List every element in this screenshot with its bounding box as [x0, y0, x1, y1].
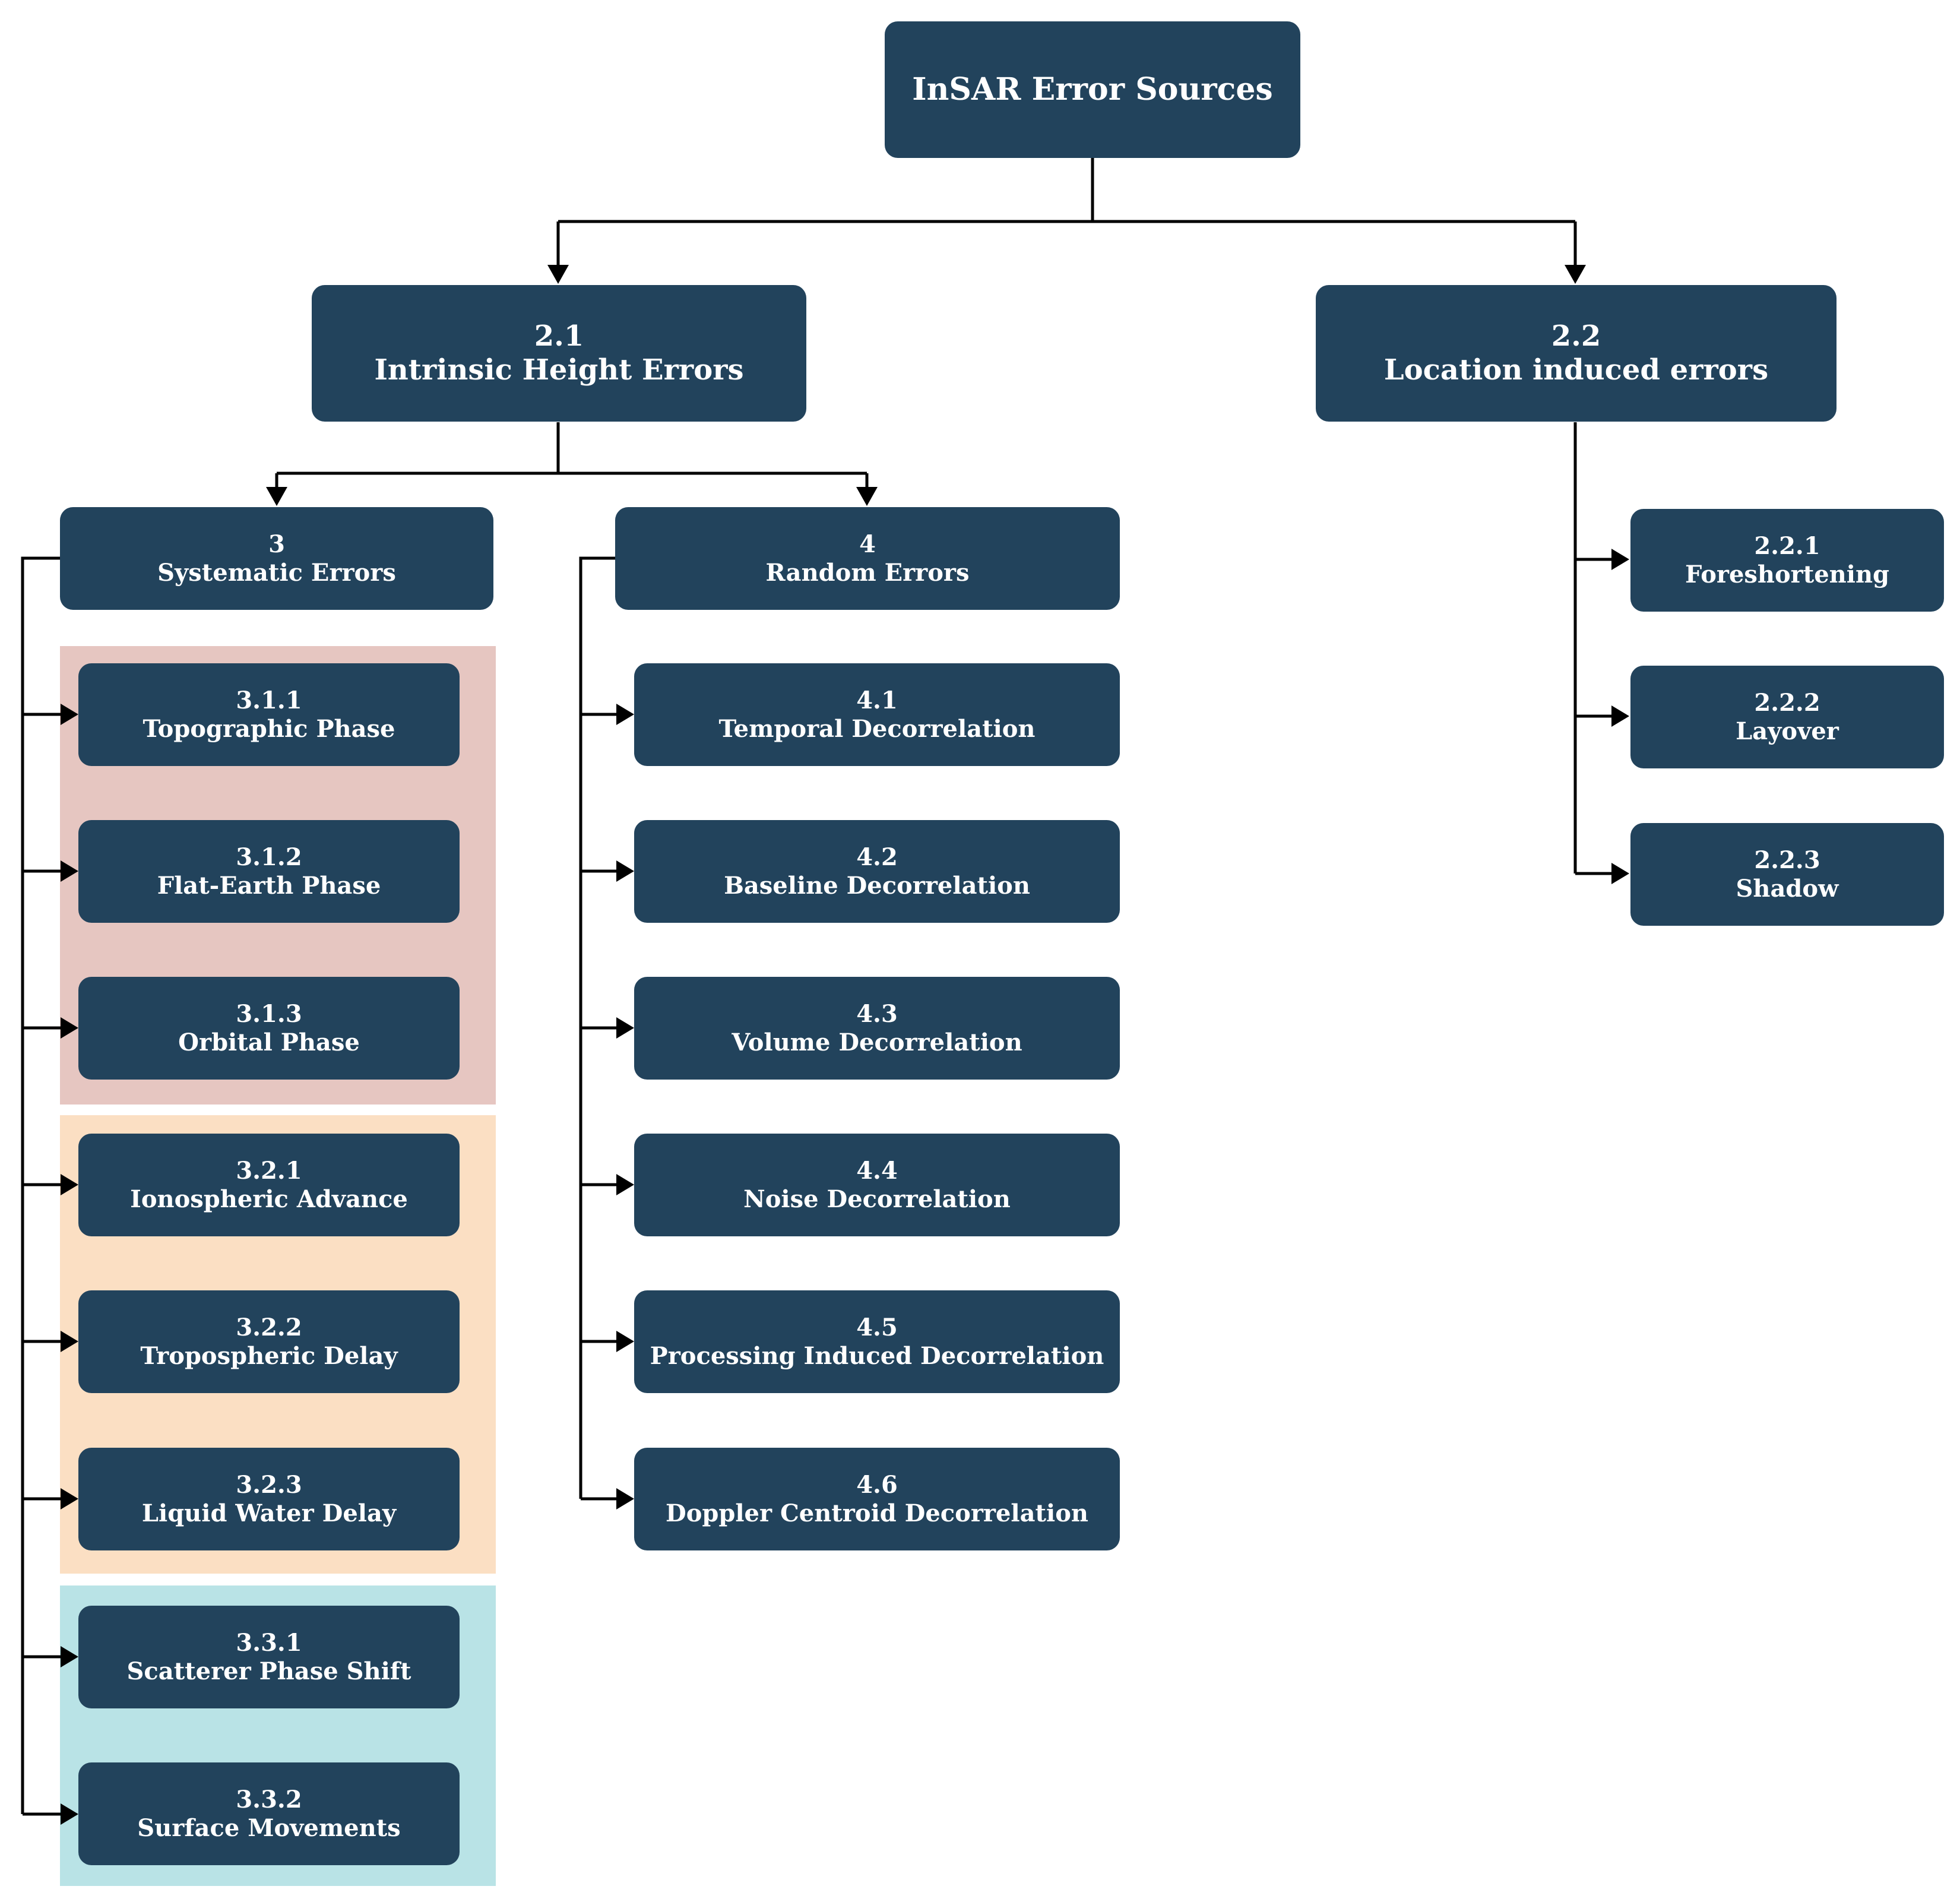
- node-number: 4.5: [856, 1314, 898, 1342]
- node-4-1: 4.1 Temporal Decorrelation: [634, 663, 1120, 766]
- node-label: Scatterer Phase Shift: [126, 1657, 411, 1685]
- node-label: Random Errors: [765, 558, 970, 587]
- node-label: Liquid Water Delay: [141, 1499, 397, 1527]
- root-title: InSAR Error Sources: [912, 71, 1273, 108]
- node-4-4: 4.4 Noise Decorrelation: [634, 1134, 1120, 1236]
- node-number: 3: [268, 530, 285, 559]
- node-number: 3.1.2: [236, 843, 302, 872]
- node-number: 2.2.3: [1754, 846, 1820, 875]
- node-4-5: 4.5 Processing Induced Decorrelation: [634, 1290, 1120, 1393]
- node-label: Location induced errors: [1383, 353, 1769, 387]
- node-number: 3.2.3: [236, 1471, 302, 1499]
- node-3-2-3: 3.2.3 Liquid Water Delay: [78, 1448, 460, 1550]
- node-label: Topographic Phase: [143, 714, 395, 743]
- node-2-1-intrinsic-height-errors: 2.1 Intrinsic Height Errors: [312, 285, 806, 422]
- node-label: Shadow: [1736, 874, 1839, 903]
- node-label: Surface Movements: [137, 1814, 401, 1842]
- node-label: Tropospheric Delay: [140, 1341, 398, 1370]
- node-label: Ionospheric Advance: [130, 1185, 408, 1213]
- node-2-2-3: 2.2.3 Shadow: [1630, 823, 1944, 926]
- node-3-2-1: 3.2.1 Ionospheric Advance: [78, 1134, 460, 1236]
- node-4-3: 4.3 Volume Decorrelation: [634, 977, 1120, 1080]
- node-number: 4.1: [856, 686, 898, 715]
- node-2-2-2: 2.2.2 Layover: [1630, 666, 1944, 768]
- node-3-1-3: 3.1.3 Orbital Phase: [78, 977, 460, 1080]
- node-number: 2.2: [1551, 319, 1601, 353]
- node-2-2-1: 2.2.1 Foreshortening: [1630, 509, 1944, 612]
- node-number: 2.2.2: [1754, 689, 1820, 717]
- node-label: Processing Induced Decorrelation: [650, 1341, 1104, 1370]
- node-number: 4.4: [856, 1157, 898, 1185]
- node-3-3-2: 3.3.2 Surface Movements: [78, 1762, 460, 1865]
- node-number: 3.3.2: [236, 1786, 302, 1814]
- node-number: 3.2.2: [236, 1314, 302, 1342]
- node-label: Systematic Errors: [157, 558, 396, 587]
- node-number: 3.2.1: [236, 1157, 302, 1185]
- root-node: InSAR Error Sources: [885, 21, 1300, 158]
- node-label: Layover: [1736, 717, 1839, 745]
- node-2-2-location-induced-errors: 2.2 Location induced errors: [1316, 285, 1836, 422]
- node-number: 2.2.1: [1754, 532, 1820, 561]
- node-number: 2.1: [534, 319, 584, 353]
- node-number: 3.1.1: [236, 686, 302, 715]
- node-label: Flat-Earth Phase: [157, 871, 381, 900]
- node-number: 3.1.3: [236, 1000, 302, 1028]
- node-3-1-1: 3.1.1 Topographic Phase: [78, 663, 460, 766]
- node-number: 4.3: [856, 1000, 898, 1028]
- node-3-3-1: 3.3.1 Scatterer Phase Shift: [78, 1606, 460, 1708]
- node-number: 3.3.1: [236, 1629, 302, 1657]
- node-label: Orbital Phase: [178, 1028, 360, 1056]
- node-number: 4: [859, 530, 876, 559]
- node-3-systematic-errors: 3 Systematic Errors: [60, 507, 493, 610]
- node-3-1-2: 3.1.2 Flat-Earth Phase: [78, 820, 460, 923]
- node-label: Intrinsic Height Errors: [374, 353, 744, 387]
- node-4-6: 4.6 Doppler Centroid Decorrelation: [634, 1448, 1120, 1550]
- node-label: Noise Decorrelation: [743, 1185, 1011, 1213]
- node-4-random-errors: 4 Random Errors: [615, 507, 1120, 610]
- node-number: 4.6: [856, 1471, 898, 1499]
- node-number: 4.2: [856, 843, 898, 872]
- node-label: Temporal Decorrelation: [718, 714, 1036, 743]
- node-label: Baseline Decorrelation: [724, 871, 1030, 900]
- node-label: Foreshortening: [1684, 560, 1890, 588]
- node-label: Doppler Centroid Decorrelation: [666, 1499, 1088, 1527]
- node-3-2-2: 3.2.2 Tropospheric Delay: [78, 1290, 460, 1393]
- node-label: Volume Decorrelation: [732, 1028, 1022, 1056]
- node-4-2: 4.2 Baseline Decorrelation: [634, 820, 1120, 923]
